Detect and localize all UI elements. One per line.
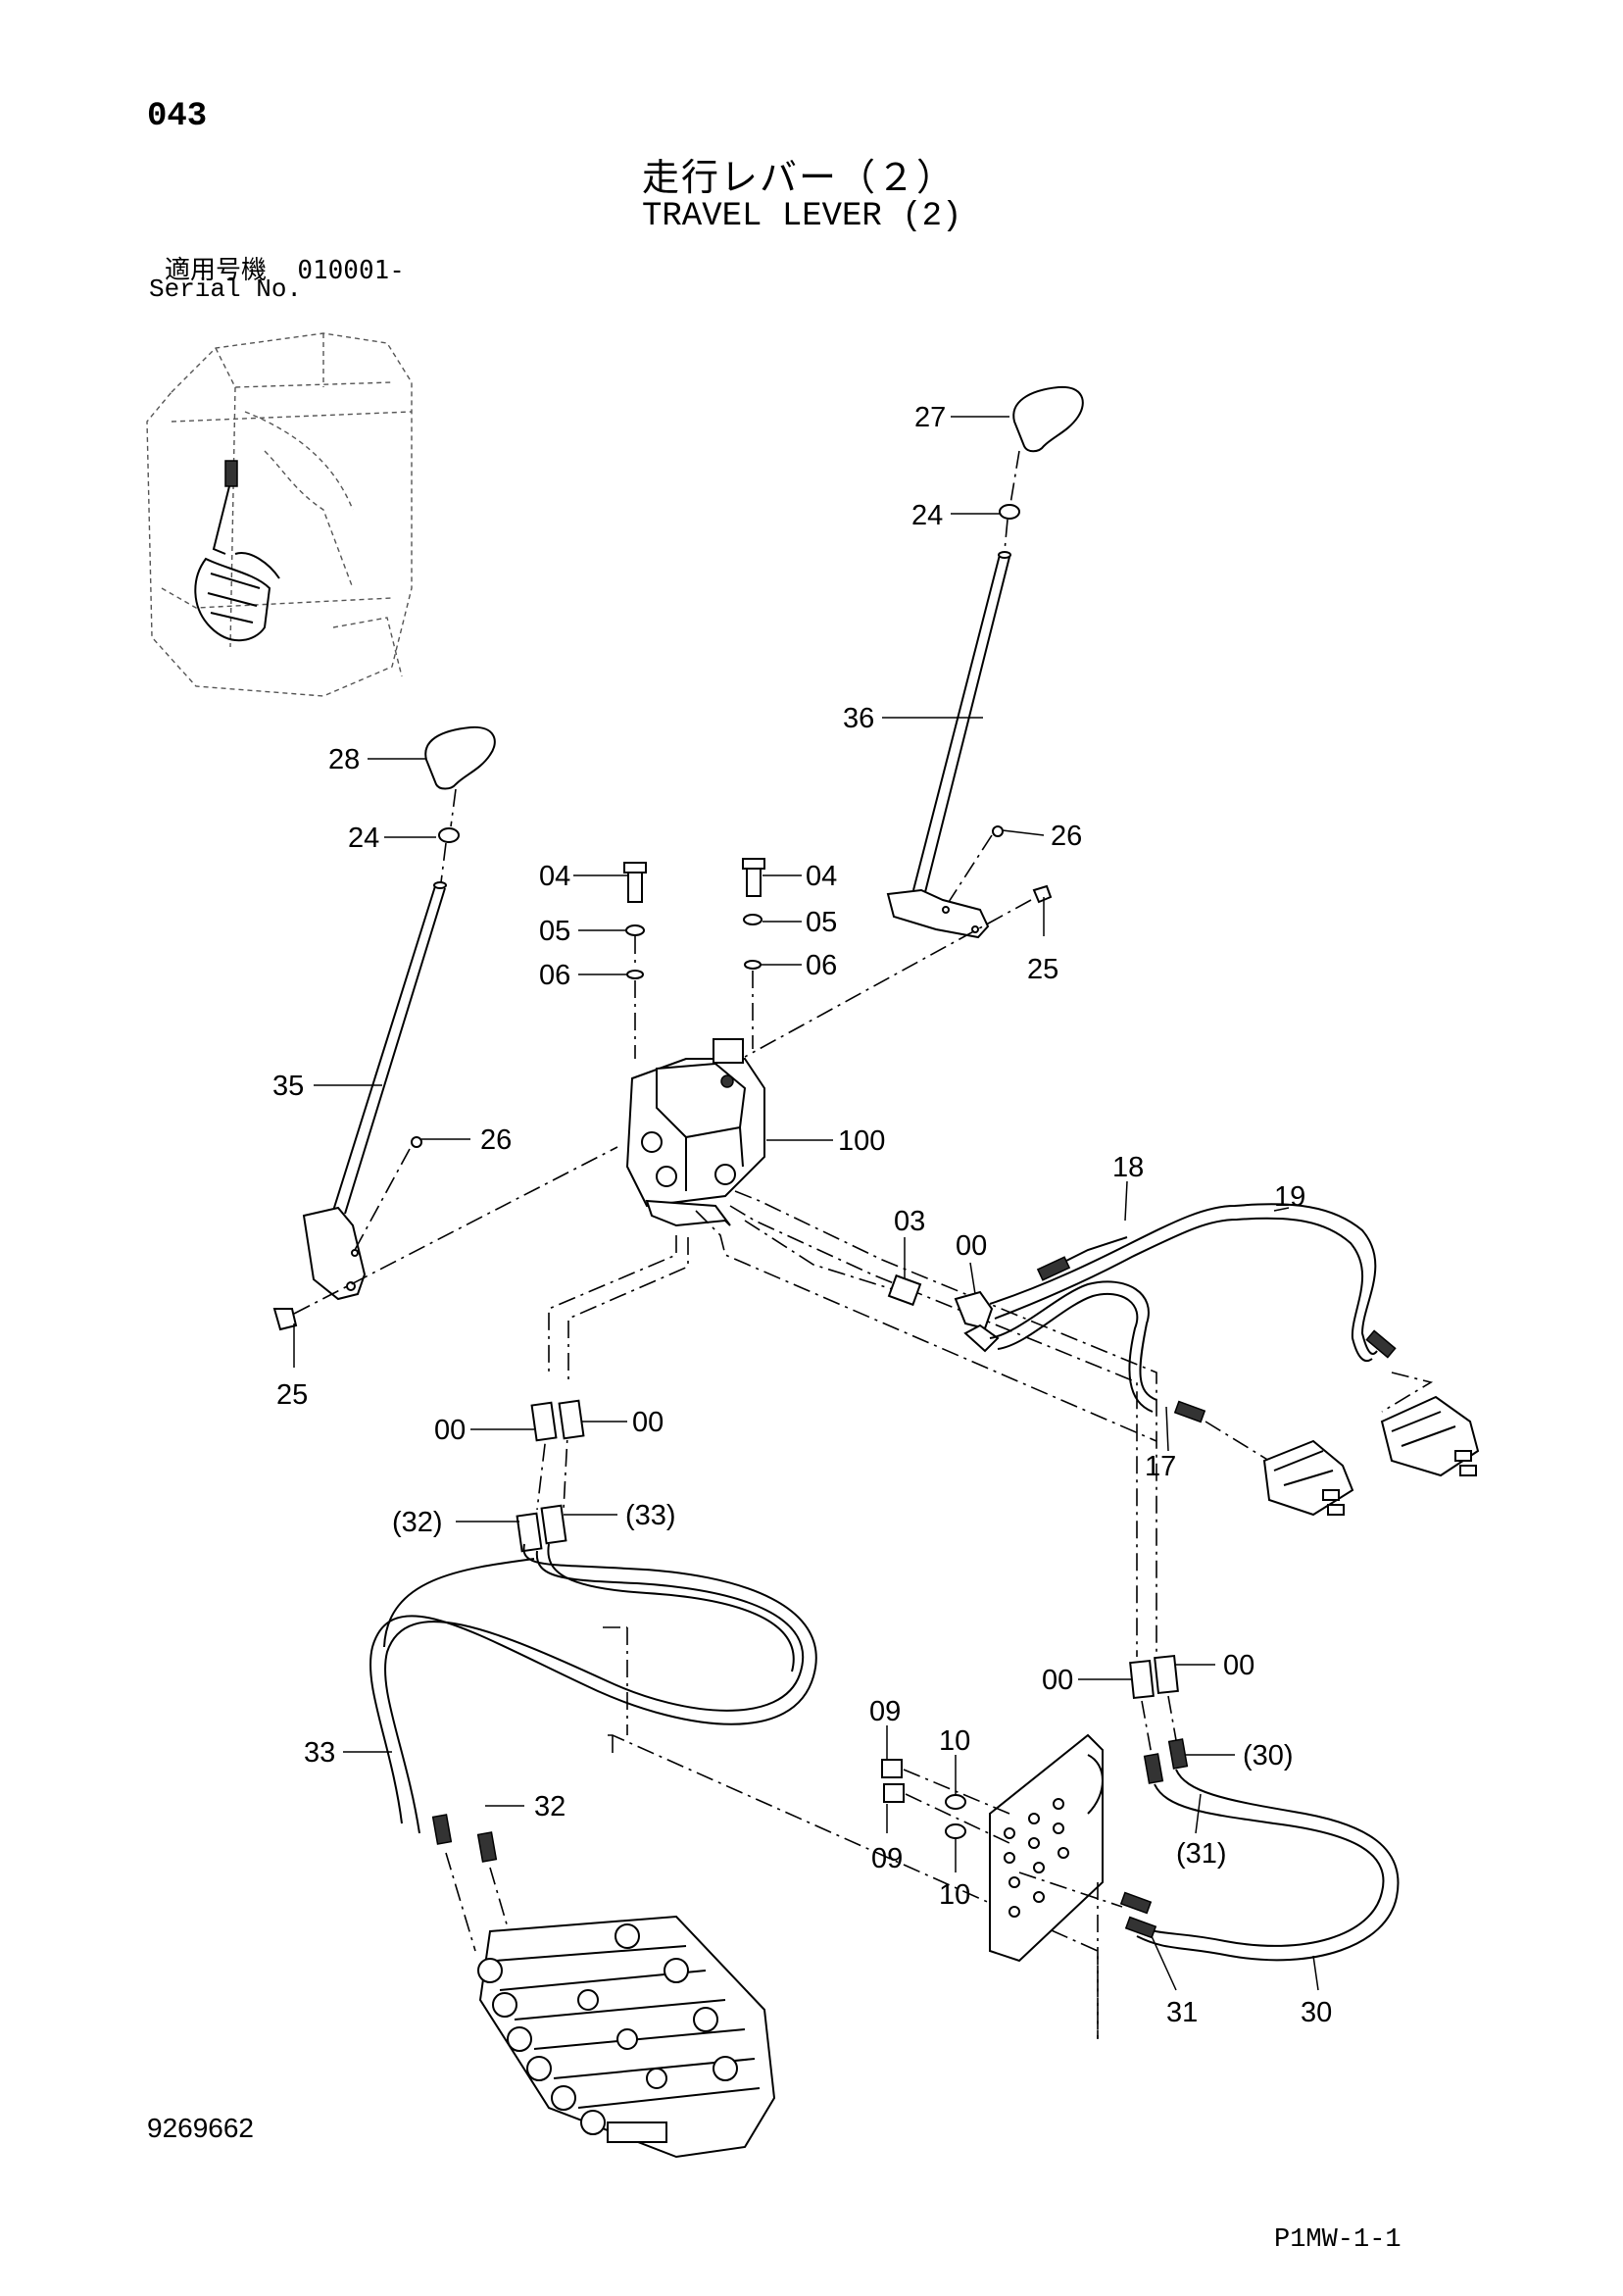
- bolt-09-a: [881, 1759, 903, 1778]
- adapter-00-a: [530, 1401, 558, 1442]
- hose-routes-right: [695, 1190, 1480, 1657]
- callout-18: 18: [1112, 1152, 1144, 1183]
- control-valve-assembly: [477, 1735, 776, 2159]
- callout-27: 27: [914, 402, 946, 433]
- serial-range: 010001-: [297, 256, 405, 285]
- callout-09-a: 09: [869, 1696, 901, 1727]
- elbow-00: [954, 1290, 994, 1330]
- adapter-00-b: [558, 1399, 585, 1440]
- nut-24-left: [438, 827, 460, 843]
- callout-25-left: 25: [276, 1379, 308, 1411]
- bolt-04-left: [627, 870, 643, 903]
- fitting-33-top: [540, 1504, 567, 1545]
- washer-10-a: [945, 1794, 966, 1810]
- washer-05-left: [625, 924, 645, 936]
- plug-03: [887, 1273, 922, 1307]
- callout-00-elbow: 00: [956, 1230, 987, 1262]
- hose-19: [989, 1203, 1378, 1355]
- hose-32: [383, 1550, 805, 1834]
- hose-30: [1136, 1769, 1400, 1962]
- adapter-00-e: [1154, 1654, 1179, 1695]
- callout-30: 30: [1301, 1997, 1332, 2028]
- washer-06-left: [626, 970, 644, 979]
- pin-26-right: [992, 825, 1004, 837]
- callout-04-left: 04: [539, 861, 570, 892]
- callout-33: 33: [304, 1737, 335, 1769]
- hose-routes-left: [369, 1235, 1099, 2039]
- callout-09-b: 09: [871, 1843, 903, 1874]
- callout-00-left-b: 00: [632, 1407, 664, 1438]
- callout-03: 03: [894, 1206, 925, 1237]
- callout-04-right: 04: [806, 861, 837, 892]
- lever-grip-27: [1012, 385, 1084, 453]
- callout-10-a: 10: [939, 1725, 970, 1757]
- adapter-00-d: [1129, 1659, 1155, 1700]
- machine-overview-sketch: [146, 332, 413, 697]
- callout-17: 17: [1145, 1451, 1176, 1482]
- title-japanese: 走行レバー（２）: [642, 156, 957, 199]
- washer-06-right: [744, 960, 762, 970]
- lever-grip-28: [424, 725, 496, 790]
- callout-24-left: 24: [348, 823, 379, 854]
- callout-35: 35: [272, 1071, 304, 1102]
- callout-05-left: 05: [539, 916, 570, 947]
- callout-32: 32: [534, 1791, 566, 1822]
- fitting-32-top: [516, 1512, 543, 1553]
- callout-10-b: 10: [939, 1879, 970, 1911]
- hose-31: [1136, 1783, 1385, 1947]
- page-number: 043: [147, 98, 208, 135]
- bolt-04-right: [746, 866, 762, 897]
- callout-06-right: 06: [806, 950, 837, 981]
- serial-label-jp: 適用号機 010001-: [165, 250, 405, 286]
- callout-05-right: 05: [806, 907, 837, 938]
- callout-24-right: 24: [911, 500, 943, 531]
- callout-33-paren: (33): [625, 1500, 676, 1531]
- callout-31-paren: (31): [1176, 1838, 1227, 1870]
- title-english: TRAVEL LEVER (2): [642, 198, 962, 235]
- callout-36: 36: [843, 703, 874, 734]
- hose-33: [369, 1543, 817, 1824]
- callout-100: 100: [838, 1125, 885, 1157]
- callout-00-left-a: 00: [434, 1415, 466, 1446]
- pin-26-left: [411, 1136, 422, 1148]
- callout-19: 19: [1274, 1181, 1305, 1213]
- lever-bracket-36: [886, 888, 990, 939]
- callout-00-right-a: 00: [1042, 1665, 1073, 1696]
- callout-32-paren: (32): [392, 1507, 443, 1538]
- callout-06-left: 06: [539, 960, 570, 991]
- nut-24-right: [999, 504, 1020, 520]
- hose-18: [989, 1280, 1157, 1401]
- callout-26-left: 26: [480, 1124, 512, 1156]
- hose-routes-lower-right: [881, 1654, 1400, 2039]
- bolt-25-left: [272, 1308, 298, 1331]
- callout-30-paren: (30): [1243, 1740, 1294, 1772]
- serial-label-jp-text: 適用号機: [165, 256, 268, 285]
- callout-31: 31: [1166, 1997, 1198, 2028]
- travel-lever-left: [272, 725, 618, 1331]
- travel-lever-right: [744, 385, 1084, 1058]
- washer-10-b: [945, 1823, 966, 1839]
- callout-labels: 27 24 36 26 25 28 24 04 05 06 04 05 06 3…: [272, 402, 1332, 2028]
- washer-05-right: [743, 914, 762, 925]
- document-number: 9269662: [147, 2113, 255, 2143]
- bolt-25-right: [1032, 884, 1053, 904]
- serial-label-en: Serial No.: [149, 275, 303, 304]
- mounting-bracket: [989, 1733, 1104, 1963]
- leader-lines: [293, 416, 1319, 1991]
- pilot-valve-100: [623, 858, 765, 1227]
- callout-00-right-b: 00: [1223, 1650, 1254, 1681]
- bolt-09-b: [883, 1783, 905, 1803]
- callout-25-right: 25: [1027, 954, 1058, 985]
- callout-26-right: 26: [1051, 821, 1082, 852]
- page-code: P1MW-1-1: [1274, 2225, 1402, 2255]
- lever-bracket-35: [302, 1206, 367, 1301]
- callout-28: 28: [328, 744, 360, 775]
